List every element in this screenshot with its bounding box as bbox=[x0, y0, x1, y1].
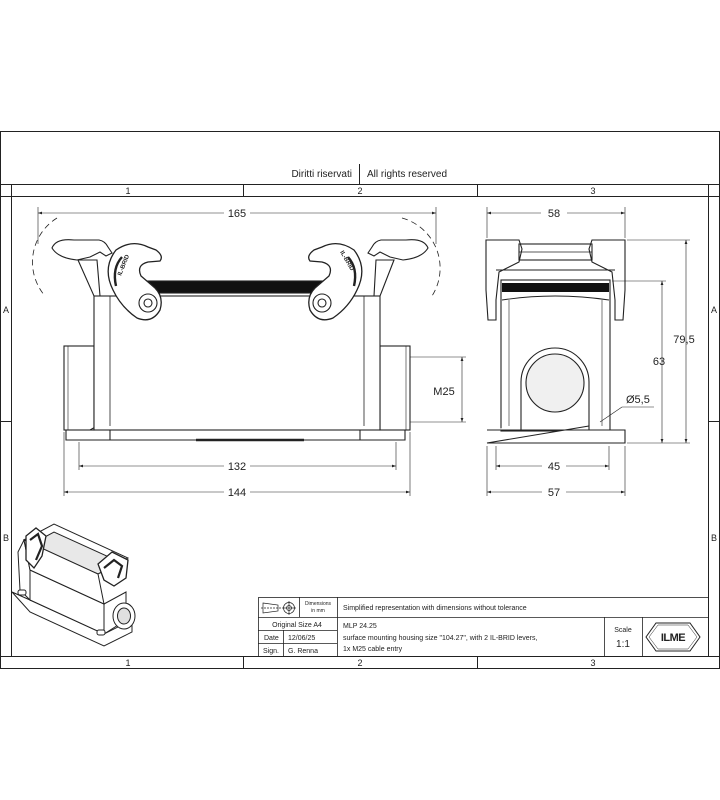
zone-label-right-b: B bbox=[711, 533, 717, 543]
iso-lever-right bbox=[97, 551, 129, 587]
right-lever-body bbox=[308, 243, 363, 321]
left-lever-hook bbox=[51, 239, 113, 261]
rotation-arc-right bbox=[401, 217, 441, 297]
zone-label-bottom-2: 2 bbox=[357, 658, 362, 668]
right-pillar bbox=[373, 259, 395, 297]
zone-label-left-b: B bbox=[3, 533, 9, 543]
zone-label-bottom-3: 3 bbox=[590, 658, 595, 668]
tb-date-value: 12/06/25 bbox=[288, 635, 315, 642]
dim-hole-diameter: Ø5,5 bbox=[626, 394, 650, 406]
tb-description-line-2: 1x M25 cable entry bbox=[343, 646, 403, 653]
dim-height-body: 63 bbox=[653, 356, 665, 368]
zone-label-top-2: 2 bbox=[357, 186, 362, 196]
tb-dimensions-unit: in mm bbox=[311, 608, 325, 614]
isometric-view bbox=[11, 523, 136, 647]
right-lever-hook bbox=[367, 239, 429, 261]
thread-boss-left bbox=[63, 345, 95, 431]
tb-scale-label: Scale bbox=[614, 627, 632, 634]
title-block bbox=[258, 597, 709, 657]
left-pillar bbox=[77, 259, 101, 297]
dim-overall-width: 165 bbox=[228, 208, 246, 220]
tb-description-line-1: surface mounting housing size "104.27", … bbox=[343, 635, 538, 642]
rights-reserved-it: Diritti riservati bbox=[291, 169, 352, 180]
thread-boss-right bbox=[379, 345, 411, 431]
side-cable-entry bbox=[525, 353, 585, 413]
dim-thread: M25 bbox=[433, 386, 454, 398]
side-view bbox=[485, 239, 626, 444]
dim-base-inner: 132 bbox=[228, 461, 246, 473]
tb-sign-value: G. Renna bbox=[288, 648, 318, 655]
zone-label-left-a: A bbox=[3, 305, 9, 315]
left-lever-pivot bbox=[138, 293, 158, 313]
dim-side-base-inner: 45 bbox=[548, 461, 560, 473]
side-gasket bbox=[502, 283, 609, 292]
company-logo: ILME bbox=[645, 622, 701, 652]
tb-sign-label: Sign. bbox=[263, 648, 279, 655]
left-lever-body bbox=[107, 243, 162, 321]
dim-side-base-outer: 57 bbox=[548, 487, 560, 499]
right-lever-pivot bbox=[312, 293, 332, 313]
rotation-arc-left bbox=[32, 217, 58, 297]
tb-date-label: Date bbox=[264, 635, 279, 642]
tb-part-number: MLP 24.25 bbox=[343, 623, 377, 630]
zone-label-right-a: A bbox=[711, 305, 717, 315]
dim-height-total: 79,5 bbox=[673, 334, 694, 346]
front-view: IL-BRID IL-BRID bbox=[32, 217, 441, 442]
tb-original-size: Original Size A4 bbox=[272, 622, 322, 629]
side-view-dimensions bbox=[486, 207, 690, 496]
tb-dimensions-label: Dimensions bbox=[305, 601, 332, 607]
logo-text: ILME bbox=[661, 632, 685, 644]
side-cable-entry-arch bbox=[520, 347, 590, 426]
zone-label-top-3: 3 bbox=[590, 186, 595, 196]
tb-scale-value: 1:1 bbox=[616, 639, 630, 650]
dim-base-outer: 144 bbox=[228, 487, 246, 499]
dim-side-width: 58 bbox=[548, 208, 560, 220]
projection-symbol-icon bbox=[261, 601, 296, 615]
tb-simplified-note: Simplified representation with dimension… bbox=[343, 605, 527, 612]
zone-label-top-1: 1 bbox=[125, 186, 130, 196]
rights-reserved-en: All rights reserved bbox=[367, 169, 447, 180]
zone-label-bottom-1: 1 bbox=[125, 658, 130, 668]
gasket-strip bbox=[139, 280, 337, 294]
